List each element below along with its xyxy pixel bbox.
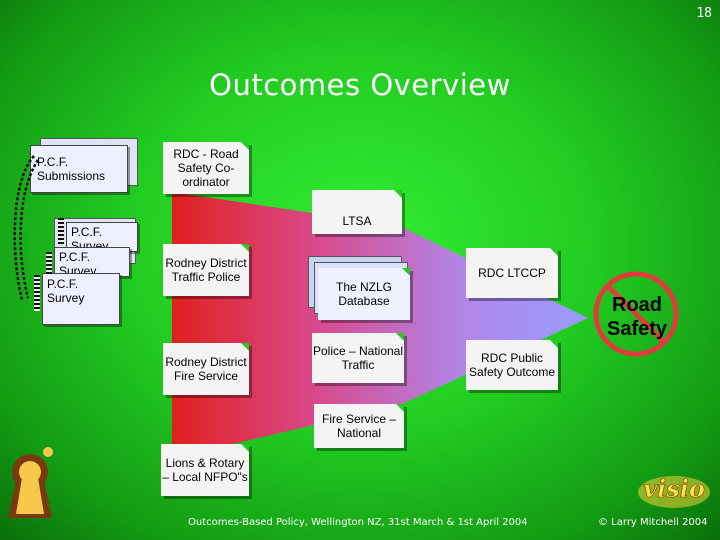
keyhole-icon — [8, 447, 53, 518]
note-rdc-coordinator: RDC - Road Safety Co-ordinator — [163, 142, 249, 194]
note-rdc-ltccp: RDC LTCCP — [466, 248, 558, 298]
note-lions-rotary: Lions & Rotary – Local NFPO"s — [161, 444, 249, 496]
note-nzlg-database: The NZLG Database — [318, 268, 410, 320]
feedback-loop-connector — [13, 155, 40, 301]
page-title: Outcomes Overview — [209, 68, 511, 102]
note-rodney-fire: Rodney District Fire Service — [163, 343, 249, 395]
prohibition-sign-icon — [593, 271, 679, 357]
submissions-label: P.C.F. Submissions — [37, 155, 106, 183]
note-ltsa: LTSA — [312, 190, 402, 234]
page-number: 18 — [696, 6, 712, 21]
note-rdc-public-safety: RDC Public Safety Outcome — [466, 340, 558, 390]
survey-3-label: P.C.F. Survey — [47, 277, 85, 305]
logo-text: visio — [643, 474, 705, 504]
footer-text: Outcomes-Based Policy, Wellington NZ, 31… — [188, 517, 528, 528]
barcode-mark — [34, 275, 40, 311]
note-fire-national: Fire Service – National — [314, 404, 404, 448]
barcode-mark — [58, 218, 64, 244]
road-safety-outcome: Road Safety — [606, 294, 668, 340]
submissions-document: P.C.F. Submissions — [30, 145, 128, 193]
visio-logo: visio — [636, 470, 712, 510]
logo-swoosh-icon — [638, 476, 710, 508]
copyright-text: © Larry Mitchell 2004 — [598, 517, 708, 528]
survey-document-3: P.C.F. Survey — [42, 273, 120, 325]
note-police-national: Police – National Traffic — [312, 333, 404, 383]
barcode-mark — [46, 252, 52, 274]
note-rodney-police: Rodney District Traffic Police — [163, 244, 249, 296]
